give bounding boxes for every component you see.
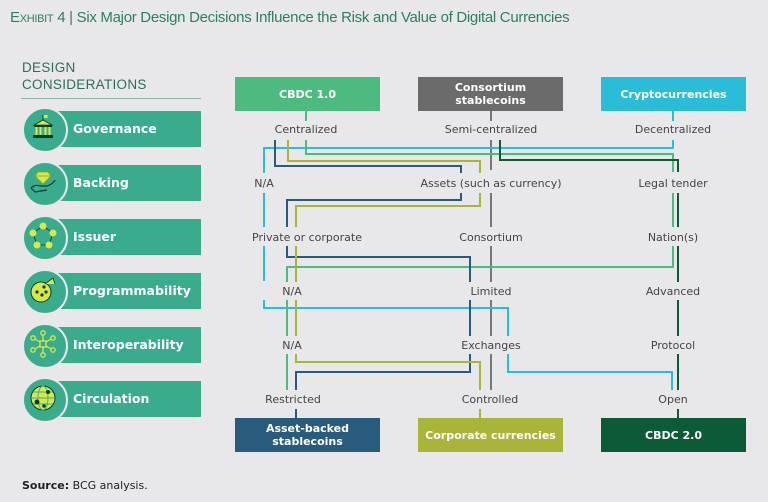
type-box-cbdc-2: CBDC 2.0 bbox=[601, 418, 746, 452]
type-box-corporate-currencies: Corporate currencies bbox=[418, 418, 563, 452]
crypto-path bbox=[263, 111, 674, 390]
option-restricted: Restricted bbox=[265, 393, 321, 406]
option-protocol: Protocol bbox=[650, 339, 696, 352]
category-label: Governance bbox=[73, 121, 157, 136]
option-backing-na: N/A bbox=[254, 177, 274, 190]
category-interoperability: Interoperability bbox=[22, 323, 201, 369]
category-bar bbox=[42, 219, 201, 255]
network-nodes-icon bbox=[29, 222, 57, 249]
hand-diamond-icon bbox=[30, 171, 56, 193]
category-label: Issuer bbox=[73, 229, 117, 244]
option-legal-tender: Legal tender bbox=[638, 177, 708, 190]
hub-connections-icon bbox=[30, 330, 56, 358]
option-interoperability-na: N/A bbox=[282, 339, 302, 352]
category-circle bbox=[22, 269, 68, 315]
globe-icon bbox=[30, 385, 56, 411]
option-decentralized: Decentralized bbox=[634, 123, 712, 136]
heading-line-1: DESIGN bbox=[22, 60, 76, 75]
exhibit-title: Exhibit 4 | Six Major Design Decisions I… bbox=[10, 9, 570, 26]
asset-backed-path bbox=[274, 140, 471, 418]
type-box-cryptocurrencies: Cryptocurrencies bbox=[601, 77, 746, 111]
corporate-path bbox=[287, 140, 481, 418]
type-box-asset-backed-stablecoins: Asset-backed stablecoins bbox=[235, 418, 380, 452]
category-backing: Backing bbox=[22, 161, 201, 207]
category-issuer: Issuer bbox=[22, 215, 201, 261]
category-label: Programmability bbox=[73, 283, 191, 298]
option-private-corporate: Private or corporate bbox=[252, 231, 362, 244]
code-chip-icon bbox=[30, 277, 56, 303]
heading-divider bbox=[21, 98, 201, 99]
category-bar bbox=[42, 165, 201, 201]
option-consortium: Consortium bbox=[459, 231, 523, 244]
category-governance: Governance bbox=[22, 107, 201, 153]
category-circle bbox=[22, 323, 68, 369]
option-open: Open bbox=[658, 393, 688, 406]
source-label: Source: bbox=[22, 479, 70, 492]
option-nations: Nation(s) bbox=[647, 231, 699, 244]
option-exchanges: Exchanges bbox=[461, 339, 521, 352]
category-circulation: Circulation bbox=[22, 377, 201, 423]
title-separator: | bbox=[69, 9, 73, 26]
title-text: Six Major Design Decisions Influence the… bbox=[76, 9, 570, 26]
category-circle bbox=[22, 161, 68, 207]
heading-line-2: CONSIDERATIONS bbox=[22, 77, 147, 92]
category-bar bbox=[42, 381, 201, 417]
option-programmability-na: N/A bbox=[282, 285, 302, 298]
source-text: BCG analysis. bbox=[72, 479, 148, 492]
category-label: Backing bbox=[73, 175, 129, 190]
category-bar bbox=[42, 327, 201, 363]
type-box-consortium-stablecoins: Consortium stablecoins bbox=[418, 77, 563, 111]
option-semi-centralized: Semi-centralized bbox=[444, 123, 538, 136]
category-circle bbox=[22, 215, 68, 261]
exhibit-number: Exhibit 4 bbox=[10, 9, 66, 26]
category-bar bbox=[42, 273, 201, 309]
category-label: Circulation bbox=[73, 391, 150, 406]
design-considerations-heading: DESIGN CONSIDERATIONS bbox=[22, 59, 147, 93]
type-box-cbdc-1: CBDC 1.0 bbox=[235, 77, 380, 111]
source-note: Source: BCG analysis. bbox=[22, 479, 148, 492]
government-building-icon bbox=[32, 115, 54, 138]
option-centralized: Centralized bbox=[274, 123, 338, 136]
category-bar bbox=[42, 111, 201, 147]
cbdc-2-path bbox=[499, 140, 679, 418]
option-assets: Assets (such as currency) bbox=[420, 177, 562, 190]
category-programmability: Programmability bbox=[22, 269, 201, 315]
option-controlled: Controlled bbox=[461, 393, 519, 406]
option-advanced: Advanced bbox=[645, 285, 701, 298]
option-limited: Limited bbox=[470, 285, 512, 298]
category-label: Interoperability bbox=[73, 337, 184, 352]
